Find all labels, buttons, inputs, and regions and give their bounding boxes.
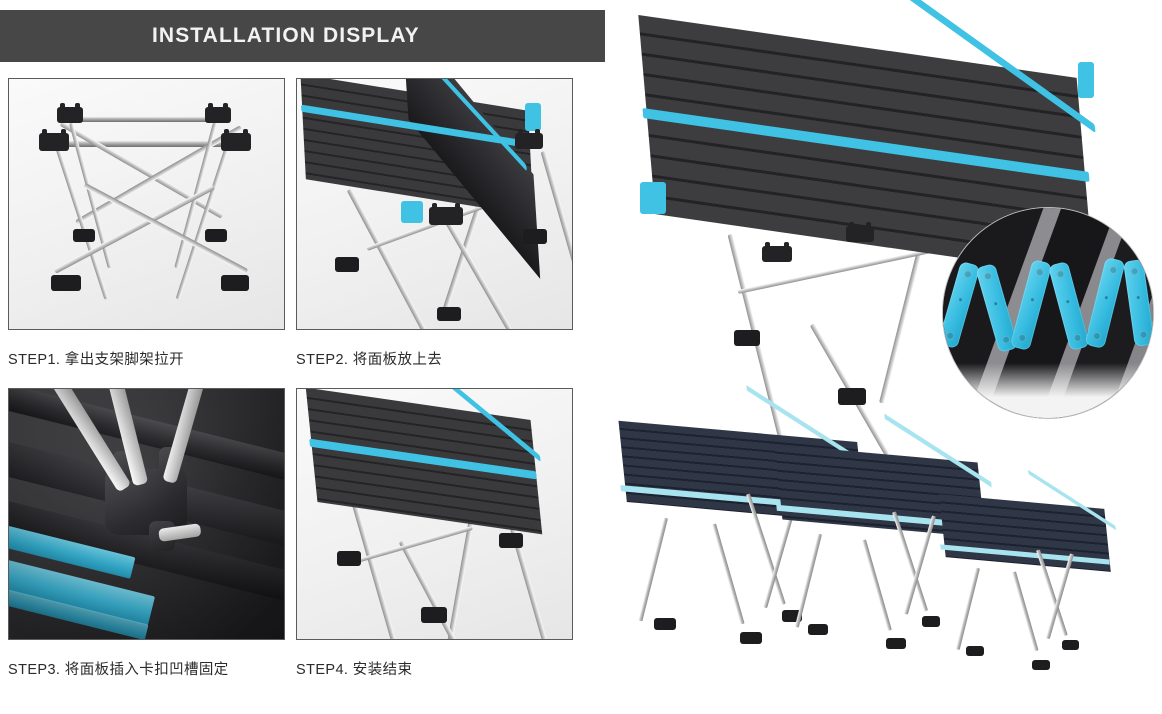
step-caption-1: STEP1. 拿出支架脚架拉开 — [8, 352, 184, 368]
header-banner: INSTALLATION DISPLAY — [0, 10, 605, 62]
step-cell-1: STEP1. 拿出支架脚架拉开 — [8, 78, 285, 369]
table-medium — [774, 413, 1004, 664]
step-cell-2: STEP2. 将面板放上去 — [296, 78, 573, 369]
step-caption-2: STEP2. 将面板放上去 — [296, 352, 443, 368]
tabletop-placed-photo — [296, 78, 573, 330]
installation-steps-grid: STEP1. 拿出支架脚架拉开 STEP2. — [8, 78, 588, 688]
step-cell-4: STEP4. 安装结束 — [296, 388, 573, 679]
step-cell-3: STEP3. 将面板插入卡扣凹槽固定 — [8, 388, 285, 679]
size-comparison-photo — [618, 385, 1162, 710]
table-small — [938, 469, 1138, 692]
buckle-groove-closeup-photo — [8, 388, 285, 640]
step-caption-4: STEP4. 安装结束 — [296, 662, 413, 678]
hero-table-photo — [612, 0, 1158, 459]
leg-frame-opened-photo — [8, 78, 285, 330]
hinge-detail-callout — [942, 207, 1154, 419]
finished-table-photo — [296, 388, 573, 640]
page-title: INSTALLATION DISPLAY — [152, 24, 420, 47]
step-caption-3: STEP3. 将面板插入卡扣凹槽固定 — [8, 662, 229, 678]
